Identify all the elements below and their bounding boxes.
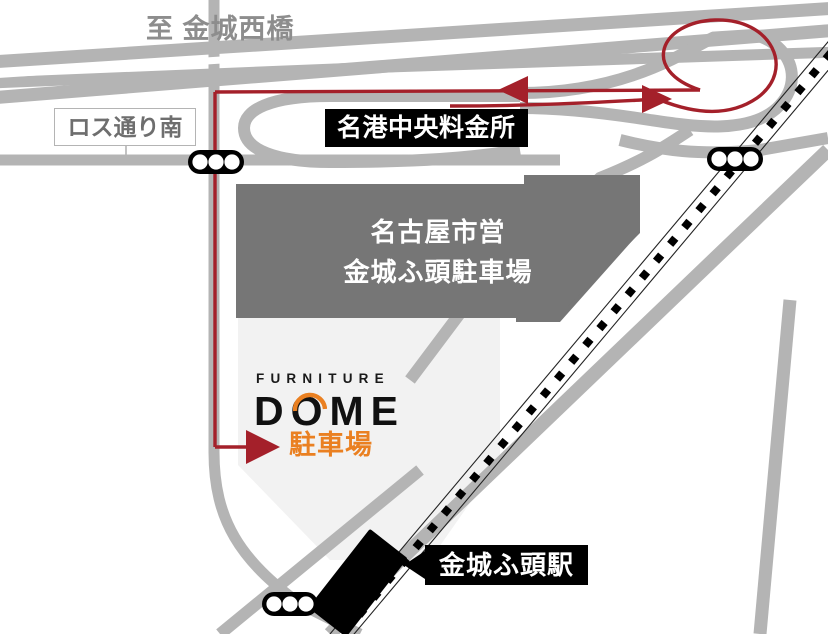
tollgate-label-box: 名港中央料金所 (325, 109, 528, 147)
route-horizontal-top (214, 88, 701, 94)
dome-site-area (238, 316, 500, 560)
tollgate-label-text: 名港中央料金所 (337, 113, 516, 142)
station-label-box: 金城ふ頭駅 (425, 545, 589, 585)
dome-parking-label: 駐車場 (289, 430, 373, 460)
city-parking-label: 名古屋市営 金城ふ頭駐車場 (236, 212, 640, 293)
dome-logo-wordmark: DOME (254, 387, 405, 434)
road-expressway-north (0, 2, 828, 68)
station-label-pointer (404, 551, 425, 579)
road-ramp-bottom (329, 144, 521, 168)
city-parking-building-main (236, 184, 640, 318)
road-far-right (753, 299, 797, 634)
dome-logo-wordmark-row: DOME (254, 387, 422, 434)
station-label-text: 金城ふ頭駅 (439, 550, 575, 580)
dome-logo: FURNITURE DOME (254, 372, 422, 431)
road-highlights (0, 17, 828, 78)
station-platform-icon (309, 529, 407, 634)
intersection-label-box: ロス通り南 (54, 108, 196, 146)
intersection-label-leader (125, 146, 196, 161)
city-parking-label-line2: 金城ふ頭駐車場 (343, 257, 533, 288)
city-parking-label-line1: 名古屋市営 (370, 217, 506, 247)
route-arrow-icon (246, 76, 672, 464)
intersection-label-text: ロス通り南 (67, 113, 183, 140)
road-ramp-oval-west (237, 90, 331, 168)
road-ramp-loop (519, 27, 798, 133)
dome-logo-furniture-text: FURNITURE (256, 371, 390, 386)
route-horizontal-lower (449, 97, 661, 108)
road-bottom-cross (216, 465, 424, 634)
traffic-signal-icon (188, 147, 763, 616)
road-median-white (0, 17, 828, 78)
direction-label: 至 金城西橋 (146, 14, 295, 44)
route-loop (659, 18, 778, 114)
